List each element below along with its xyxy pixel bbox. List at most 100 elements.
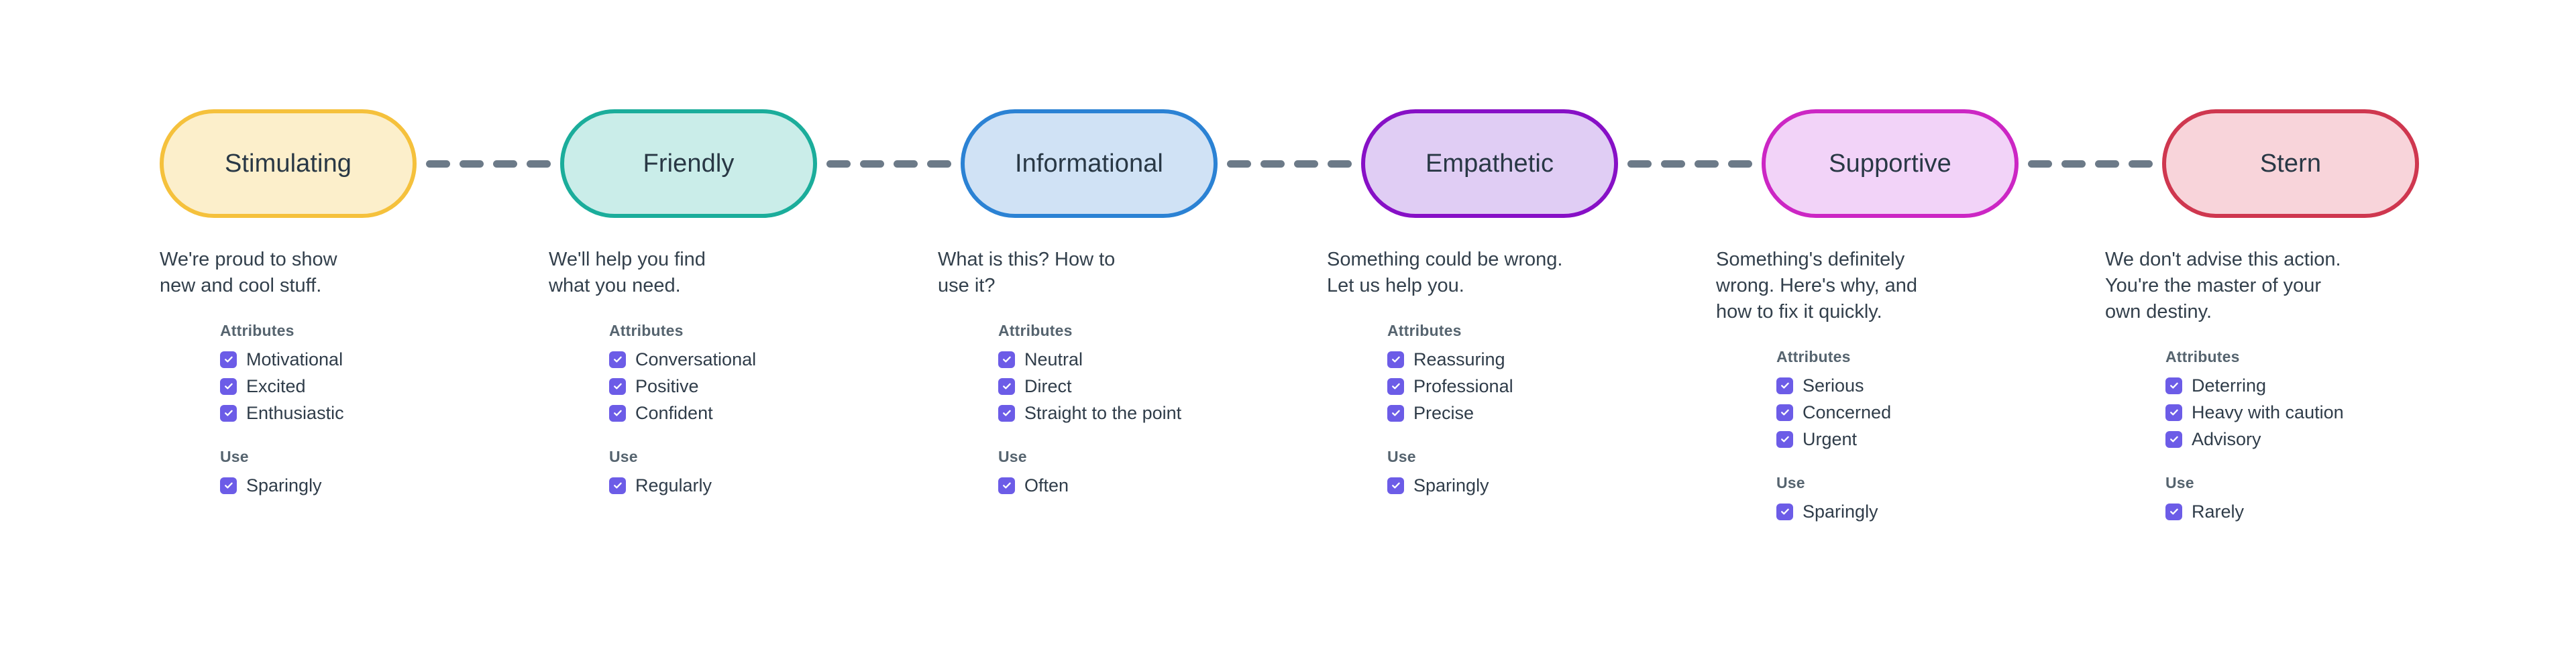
checkbox-label: Conversational — [635, 349, 757, 369]
checkbox-checked-icon[interactable] — [998, 404, 1015, 422]
tone-column-friendly: We'll help you find what you need.Attrib… — [549, 247, 924, 499]
connector-dash — [1728, 160, 1752, 168]
connector-dash — [894, 160, 918, 168]
checkbox-checked-icon[interactable] — [220, 477, 237, 494]
checkbox-checked-icon[interactable] — [609, 351, 626, 368]
checkbox-checked-icon[interactable] — [1387, 377, 1404, 395]
checkbox-row[interactable]: Often — [998, 472, 1313, 499]
checkbox-row[interactable]: Reassuring — [1387, 346, 1703, 373]
connector-dashed-line — [817, 160, 961, 168]
checkbox-checked-icon[interactable] — [998, 351, 1015, 368]
checkbox-label: Sparingly — [1413, 475, 1489, 495]
checkbox-label: Reassuring — [1413, 349, 1505, 369]
checkbox-row[interactable]: Advisory — [2165, 426, 2481, 453]
connector-dash — [426, 160, 450, 168]
checkbox-checked-icon[interactable] — [2165, 377, 2182, 394]
connector-dash — [2061, 160, 2086, 168]
checkbox-checked-icon[interactable] — [1387, 351, 1404, 368]
checkbox-row[interactable]: Concerned — [1776, 399, 2092, 426]
tone-pill-friendly[interactable]: Friendly — [560, 109, 817, 218]
checkbox-row[interactable]: Sparingly — [1776, 498, 2092, 525]
checkbox-row[interactable]: Heavy with caution — [2165, 399, 2481, 426]
checkbox-row[interactable]: Positive — [609, 373, 924, 400]
checkbox-row[interactable]: Neutral — [998, 346, 1313, 373]
connector-dash — [826, 160, 851, 168]
tone-column-supportive: Something's definitely wrong. Here's why… — [1716, 247, 2092, 525]
tone-description: Something could be wrong. Let us help yo… — [1327, 249, 1563, 296]
connector-dash — [1627, 160, 1652, 168]
connector-dashed-line — [1618, 160, 1762, 168]
checkbox-checked-icon[interactable] — [220, 404, 237, 422]
checkbox-label: Direct — [1024, 375, 1072, 396]
checkbox-label: Positive — [635, 375, 699, 396]
checkbox-row[interactable]: Conversational — [609, 346, 924, 373]
tone-description: We're proud to show new and cool stuff. — [160, 249, 337, 296]
checkbox-label: Heavy with caution — [2192, 402, 2344, 422]
checkbox-checked-icon[interactable] — [998, 377, 1015, 395]
tone-pill-informational[interactable]: Informational — [961, 109, 1218, 218]
checkbox-checked-icon[interactable] — [2165, 430, 2182, 448]
checkbox-row[interactable]: Enthusiastic — [220, 400, 535, 426]
checkbox-checked-icon[interactable] — [2165, 404, 2182, 421]
checkbox-row[interactable]: Sparingly — [220, 472, 535, 499]
checkbox-label: Serious — [1803, 375, 1864, 396]
tone-description: We don't advise this action. You're the … — [2105, 249, 2341, 322]
tone-pill-stimulating[interactable]: Stimulating — [160, 109, 417, 218]
tone-pill-stern[interactable]: Stern — [2162, 109, 2419, 218]
checkbox-row[interactable]: Professional — [1387, 373, 1703, 400]
checkbox-checked-icon[interactable] — [1776, 503, 1793, 520]
checkbox-row[interactable]: Serious — [1776, 372, 2092, 399]
checkbox-checked-icon[interactable] — [998, 477, 1015, 494]
checkbox-checked-icon[interactable] — [2165, 503, 2182, 520]
checkbox-row[interactable]: Regularly — [609, 472, 924, 499]
checkbox-checked-icon[interactable] — [609, 404, 626, 422]
checkbox-checked-icon[interactable] — [1776, 377, 1793, 394]
connector-dash — [493, 160, 517, 168]
connector-dash — [860, 160, 884, 168]
checkbox-label: Neutral — [1024, 349, 1083, 369]
tone-pill-empathetic[interactable]: Empathetic — [1361, 109, 1618, 218]
checkbox-checked-icon[interactable] — [1776, 404, 1793, 421]
checkbox-row[interactable]: Urgent — [1776, 426, 2092, 453]
checkbox-checked-icon[interactable] — [220, 351, 237, 368]
tone-pill-label: Informational — [1015, 150, 1163, 178]
checkbox-row[interactable]: Precise — [1387, 400, 1703, 426]
checkbox-label: Advisory — [2192, 428, 2261, 449]
attributes-group-title: Attributes — [1387, 322, 1462, 339]
checkbox-label: Confident — [635, 402, 713, 423]
connector-dash — [460, 160, 484, 168]
checkbox-row[interactable]: Straight to the point — [998, 400, 1313, 426]
tone-description: We'll help you find what you need. — [549, 249, 706, 296]
tone-pill-supportive[interactable]: Supportive — [1762, 109, 2019, 218]
tone-pill-label: Stimulating — [224, 150, 352, 178]
tone-column-stimulating: We're proud to show new and cool stuff. A… — [160, 247, 535, 499]
checkbox-row[interactable]: Sparingly — [1387, 472, 1703, 499]
checkbox-label: Urgent — [1803, 428, 1858, 449]
checkbox-label: Often — [1024, 475, 1069, 495]
checkbox-row[interactable]: Deterring — [2165, 372, 2481, 399]
checkbox-checked-icon[interactable] — [609, 377, 626, 395]
checkbox-row[interactable]: Excited — [220, 373, 535, 400]
connector-dash — [2028, 160, 2052, 168]
checkbox-checked-icon[interactable] — [220, 377, 237, 395]
checkbox-checked-icon[interactable] — [1387, 477, 1404, 494]
checkbox-label: Sparingly — [1803, 501, 1878, 522]
checkbox-row[interactable]: Confident — [609, 400, 924, 426]
checkbox-row[interactable]: Motivational — [220, 346, 535, 373]
checkbox-checked-icon[interactable] — [1387, 404, 1404, 422]
checkbox-row[interactable]: Rarely — [2165, 498, 2481, 525]
connector-dashed-line — [2019, 160, 2162, 168]
connector-dash — [2129, 160, 2153, 168]
checkbox-checked-icon[interactable] — [1776, 430, 1793, 448]
checkbox-label: Concerned — [1803, 402, 1892, 422]
checkbox-checked-icon[interactable] — [609, 477, 626, 494]
checkbox-row[interactable]: Direct — [998, 373, 1313, 400]
use-group-title: Use — [220, 448, 249, 465]
